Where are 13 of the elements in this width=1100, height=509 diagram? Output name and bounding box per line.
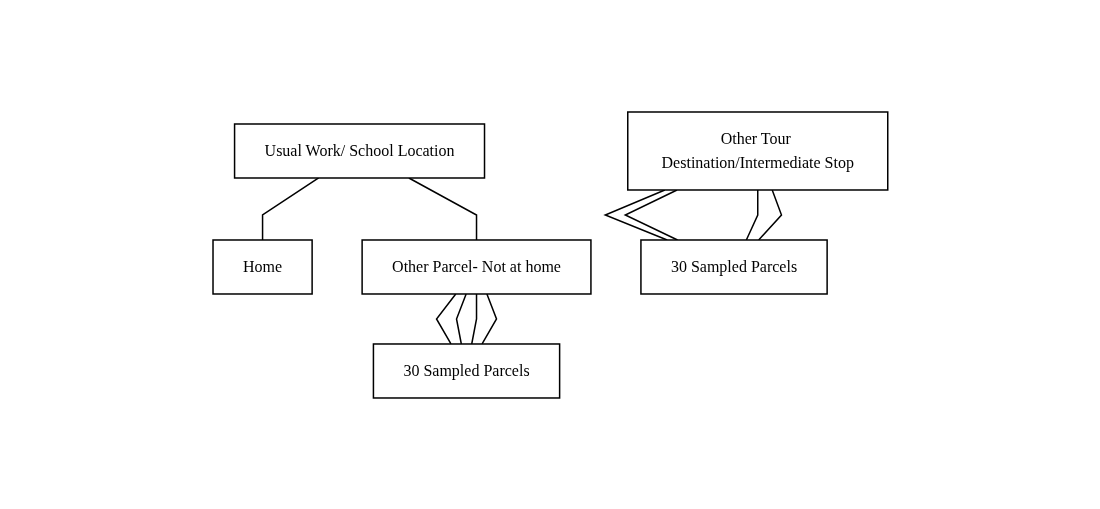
connector <box>602 188 668 241</box>
connector <box>480 292 497 345</box>
node-box: 30 Sampled Parcels <box>372 342 560 399</box>
node-box: Other Tour Destination/Intermediate Stop <box>626 110 889 191</box>
connector <box>470 292 477 345</box>
connector <box>261 176 319 241</box>
connector <box>745 188 759 241</box>
connector <box>407 176 477 241</box>
node-box: Other Parcel- Not at home <box>361 238 592 295</box>
node-box: Home <box>211 238 313 295</box>
node-box: Usual Work/ School Location <box>233 122 485 179</box>
connector <box>455 292 467 345</box>
node-box: 30 Sampled Parcels <box>639 238 828 295</box>
